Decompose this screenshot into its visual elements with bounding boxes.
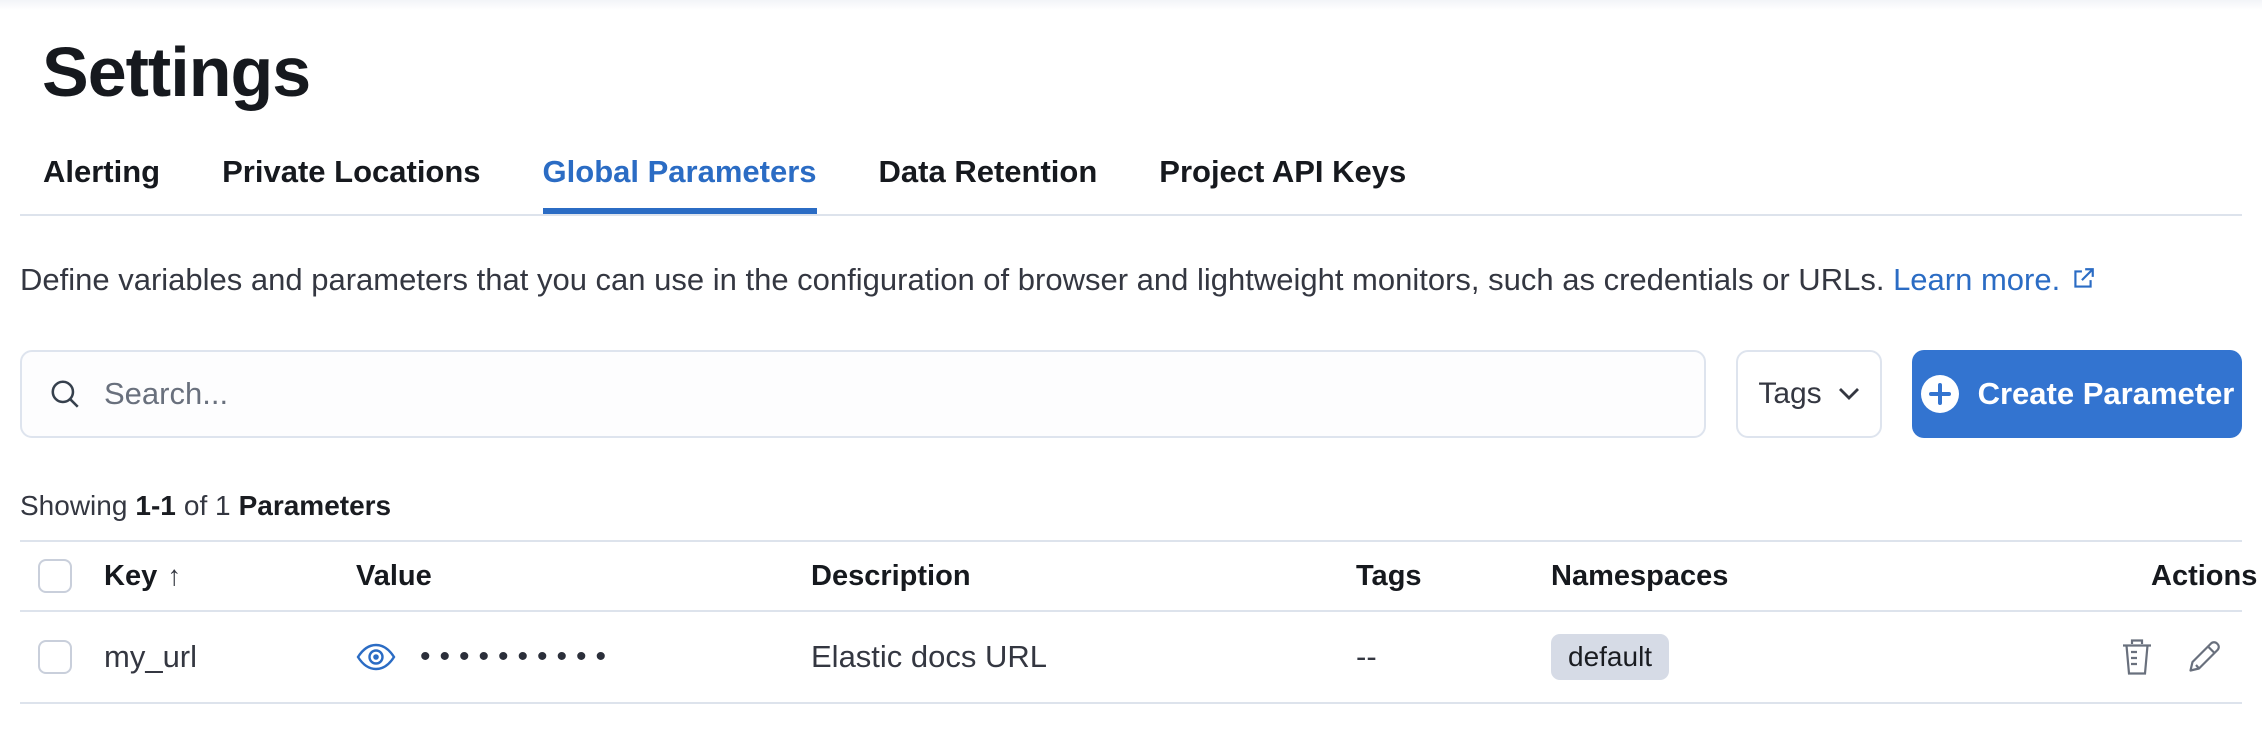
table-row: my_url •••••••••• Elastic docs URL -- de…	[20, 611, 2242, 704]
window-top-edge	[0, 0, 2262, 10]
edit-parameter-button[interactable]	[2186, 639, 2222, 675]
parameters-table: Key↑ Value Description Tags Namespaces A…	[20, 540, 2258, 704]
description-text: Define variables and parameters that you…	[20, 261, 1885, 297]
external-link-icon	[2074, 267, 2095, 288]
search-box	[20, 350, 1706, 439]
plus-in-circle-icon	[1920, 375, 1959, 414]
results-range: 1-1	[135, 490, 176, 522]
pencil-icon	[2189, 641, 2220, 673]
search-input[interactable]	[104, 376, 1704, 413]
search-icon	[51, 380, 79, 409]
column-header-tags: Tags	[1356, 559, 1422, 592]
page-title: Settings	[42, 33, 311, 111]
column-header-namespaces: Namespaces	[1551, 559, 1729, 592]
results-entity: Parameters	[238, 490, 392, 522]
settings-tab-bar: Alerting Private Locations Global Parame…	[20, 154, 2242, 216]
tab-data-retention[interactable]: Data Retention	[878, 153, 1098, 189]
tags-filter-label: Tags	[1758, 377, 1822, 411]
sort-ascending-icon: ↑	[167, 559, 182, 591]
column-header-value: Value	[356, 559, 432, 592]
page-description: Define variables and parameters that you…	[20, 256, 2242, 305]
settings-page: Settings Alerting Private Locations Glob…	[0, 33, 2262, 704]
trash-icon	[2123, 639, 2151, 676]
column-header-key[interactable]: Key↑	[104, 559, 182, 592]
table-header-row: Key↑ Value Description Tags Namespaces A…	[20, 541, 2258, 612]
tab-alerting[interactable]: Alerting	[43, 153, 161, 189]
tags-filter-button[interactable]: Tags	[1736, 350, 1882, 439]
delete-parameter-button[interactable]	[2120, 638, 2154, 676]
column-header-description: Description	[811, 559, 971, 592]
reveal-value-button[interactable]	[356, 642, 396, 672]
create-parameter-label: Create Parameter	[1977, 376, 2235, 412]
chevron-down-icon	[1838, 388, 1859, 401]
select-all-checkbox[interactable]	[38, 559, 72, 594]
row-checkbox[interactable]	[38, 640, 72, 675]
parameter-key: my_url	[104, 639, 198, 675]
eye-icon	[356, 644, 396, 671]
tab-global-parameters[interactable]: Global Parameters	[543, 154, 817, 214]
toolbar: Tags Create Parameter	[20, 350, 2242, 439]
parameter-description: Elastic docs URL	[811, 639, 1048, 675]
learn-more-link[interactable]: Learn more.	[1893, 262, 2096, 297]
namespace-badge: default	[1551, 634, 1670, 681]
create-parameter-button[interactable]: Create Parameter	[1912, 350, 2242, 439]
tab-project-api-keys[interactable]: Project API Keys	[1159, 153, 1407, 189]
tab-private-locations[interactable]: Private Locations	[222, 153, 481, 189]
masked-value: ••••••••••	[420, 640, 616, 674]
parameter-tags: --	[1356, 639, 1377, 675]
column-header-actions: Actions	[2151, 559, 2258, 592]
